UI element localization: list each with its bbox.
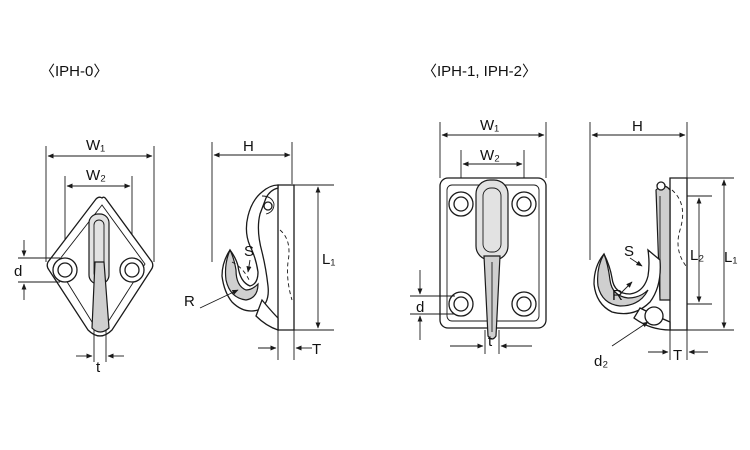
label-s: S bbox=[244, 243, 254, 260]
label-h: H bbox=[632, 118, 643, 135]
iph12-side-view: H d₂ S R L₂ bbox=[589, 118, 737, 370]
side-plate bbox=[277, 184, 295, 331]
label-d2: d₂ bbox=[594, 353, 608, 370]
label-w2: W₂ bbox=[480, 147, 500, 164]
label-d: d bbox=[416, 299, 424, 316]
latch-ball bbox=[644, 306, 664, 326]
figure-b-heading: 〈IPH-1, IPH-2〉 bbox=[422, 63, 537, 80]
hook-pin bbox=[656, 181, 666, 191]
label-t: t bbox=[96, 359, 101, 376]
label-w1: W₁ bbox=[480, 117, 499, 134]
side-plate bbox=[669, 177, 688, 331]
iph12-front-view: W₁ W₂ d bbox=[410, 117, 547, 354]
label-r: R bbox=[184, 293, 195, 310]
figure-a-heading: 〈IPH-0〉 bbox=[40, 63, 108, 80]
label-d: d bbox=[14, 263, 22, 280]
figure-iph-1-2: 〈IPH-1, IPH-2〉 W₁ W₂ bbox=[410, 63, 737, 370]
figure-iph-0: 〈IPH-0〉 W₁ W₂ bbox=[14, 63, 335, 376]
center-boss bbox=[475, 179, 509, 261]
label-l1: L₁ bbox=[724, 249, 737, 266]
label-t: t bbox=[488, 333, 493, 350]
label-s: S bbox=[624, 243, 634, 260]
label-h: H bbox=[243, 138, 254, 155]
label-l1: L₁ bbox=[322, 251, 335, 268]
hook-pin bbox=[263, 201, 273, 211]
label-big-t: T bbox=[673, 347, 682, 364]
label-w2: W₂ bbox=[86, 167, 106, 184]
label-big-t: T bbox=[312, 341, 321, 358]
iph0-side-view: H S R L₁ bbox=[184, 138, 335, 360]
iph0-front-view: W₁ W₂ d bbox=[14, 137, 155, 376]
label-r: R bbox=[612, 287, 623, 304]
label-l2: L₂ bbox=[690, 247, 704, 264]
hook-tongue bbox=[91, 261, 110, 333]
label-w1: W₁ bbox=[86, 137, 105, 154]
